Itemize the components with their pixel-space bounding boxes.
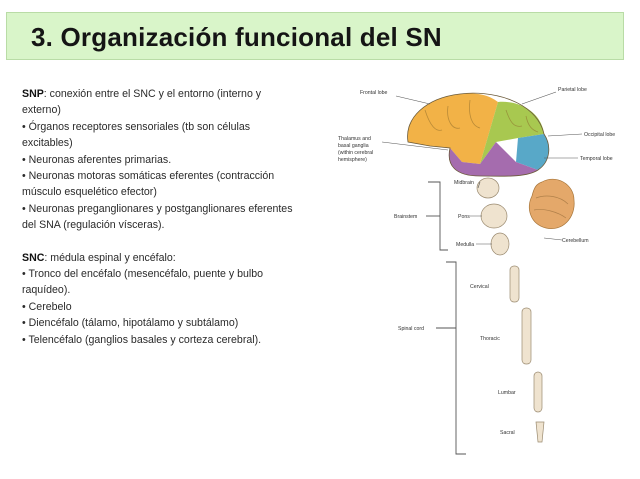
snp-bullet: • Neuronas preganglionares y postganglio… xyxy=(22,202,293,232)
thoracic-segment xyxy=(521,307,532,365)
frontal-lobe xyxy=(407,93,498,164)
label-thalamus: basal ganglia xyxy=(338,143,369,149)
label-lumbar: Lumbar xyxy=(498,390,516,396)
label-occipital-lobe: Occipital lobe xyxy=(584,132,615,138)
label-thalamus: (within cerebral xyxy=(338,150,373,156)
label-thalamus: Thalamus and xyxy=(338,136,371,142)
label-frontal-lobe: Frontal lobe xyxy=(360,90,388,96)
temporal-lobe xyxy=(449,142,538,177)
snp-bullet: • Neuronas motoras somáticas eferentes (… xyxy=(22,170,275,199)
label-parietal-lobe: Parietal lobe xyxy=(558,87,587,93)
label-medulla: Medulla xyxy=(456,242,474,248)
sacral-segment xyxy=(535,421,545,443)
snc-bullet: • Tronco del encéfalo (mesencéfalo, puen… xyxy=(22,268,264,297)
snp-bullet: • Órganos receptores sensoriales (tb son… xyxy=(22,120,251,150)
snc-bullet: • Cerebelo xyxy=(22,300,72,313)
label-thalamus: hemisphere) xyxy=(338,157,367,163)
brain xyxy=(407,92,550,177)
label-brainstem: Brainstem xyxy=(394,214,417,220)
label-sacral: Sacral xyxy=(500,430,515,436)
label-pons: Pons xyxy=(458,214,470,220)
label-cerebellum: Cerebellum xyxy=(562,238,589,244)
snc-heading: SNC xyxy=(22,251,45,264)
snp-intro: : conexión entre el SNC y el entorno (in… xyxy=(22,88,262,117)
snp-bullet: • Neuronas aferentes primarias. xyxy=(22,153,172,166)
cervical-segment xyxy=(509,265,520,303)
label-thoracic: Thoracic xyxy=(480,336,500,342)
nervous-system-illustration: Frontal lobe Parietal lobe Occipital lob… xyxy=(338,87,615,455)
midbrain-shape xyxy=(476,177,500,199)
snc-bullet: • Telencéfalo (ganglios basales y cortez… xyxy=(22,333,262,346)
page-title: 3. Organización funcional del SN xyxy=(31,22,442,52)
snp-paragraph: SNP: conexión entre el SNC y el entorno … xyxy=(22,86,294,119)
medulla-shape xyxy=(490,232,510,256)
snp-heading: SNP xyxy=(22,88,44,100)
pons-shape xyxy=(480,203,508,229)
snc-bullet: • Diencéfalo (tálamo, hipotálamo y subtá… xyxy=(22,317,239,330)
parietal-lobe xyxy=(480,101,544,164)
label-cervical: Cervical xyxy=(470,284,489,290)
title-banner: 3. Organización funcional del SN xyxy=(6,12,624,60)
occipital-lobe xyxy=(516,134,549,170)
lumbar-segment xyxy=(533,371,543,413)
snc-paragraph: SNC: médula espinal y encéfalo: xyxy=(22,250,294,266)
text-column: SNP: conexión entre el SNC y el entorno … xyxy=(22,86,294,348)
label-temporal-lobe: Temporal lobe xyxy=(580,156,613,162)
label-midbrain: Midbrain xyxy=(454,180,474,186)
snc-intro: : médula espinal y encéfalo: xyxy=(44,251,176,264)
label-spinal-cord: Spinal cord xyxy=(398,326,424,332)
